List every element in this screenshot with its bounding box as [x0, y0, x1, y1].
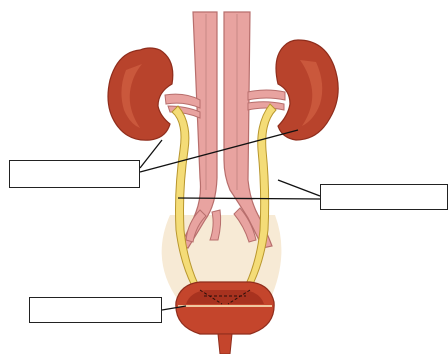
leader-line-kidney-right — [140, 130, 298, 172]
urethra — [218, 334, 232, 354]
bladder-inner — [186, 290, 264, 304]
renal-vessel-right-lower — [248, 102, 284, 110]
label-box-ureter[interactable] — [320, 184, 448, 210]
label-box-bladder[interactable] — [29, 297, 162, 323]
renal-vessel-right — [248, 90, 285, 100]
leader-line-ureter-upper — [278, 180, 320, 196]
label-box-kidney[interactable] — [9, 160, 140, 188]
leader-line-kidney-left — [140, 140, 162, 168]
bladder — [176, 282, 274, 334]
right-kidney — [276, 40, 338, 140]
left-kidney — [108, 48, 173, 140]
